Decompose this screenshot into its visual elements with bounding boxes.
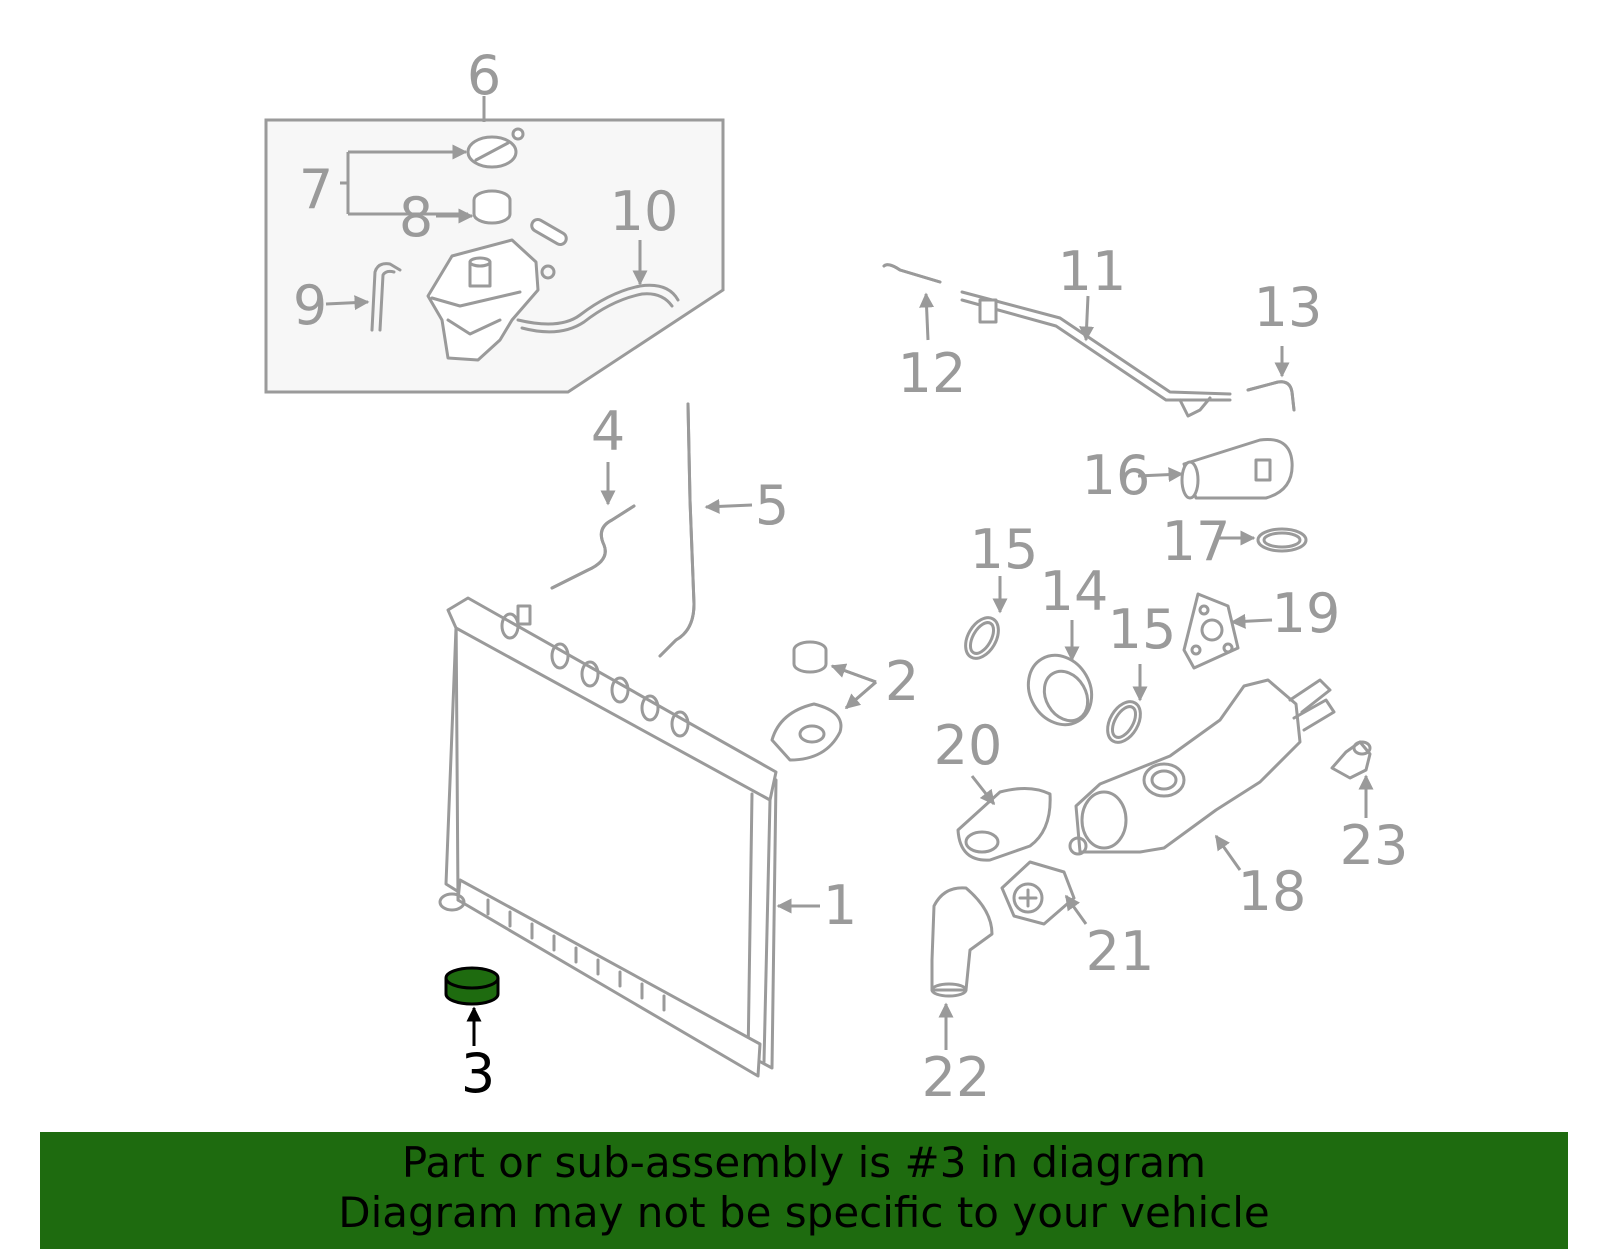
callout-2: 2	[885, 650, 919, 713]
callout-19: 19	[1272, 582, 1341, 645]
callout-8: 8	[399, 186, 433, 249]
part-8-cap-seal	[472, 189, 512, 225]
callout-3-highlighted: 3	[461, 1042, 495, 1105]
part-4-radiator-hose	[550, 504, 636, 590]
part-23-temperature-sensor	[1330, 740, 1372, 780]
part-21-thermostat	[1000, 860, 1076, 926]
part-13-hose	[1246, 380, 1296, 412]
callout-22: 22	[922, 1046, 991, 1109]
callout-23: 23	[1340, 814, 1409, 877]
callout-5: 5	[755, 474, 789, 537]
callout-4: 4	[591, 400, 625, 463]
part-5-radiator-hose	[658, 402, 696, 658]
part-17-o-ring	[1256, 527, 1308, 553]
callout-20: 20	[934, 714, 1003, 777]
callout-21: 21	[1086, 920, 1155, 983]
part-22-water-outlet	[930, 886, 994, 998]
part-3-highlighted-plug	[444, 966, 500, 1006]
callout-16: 16	[1082, 444, 1151, 507]
coolant-reservoir-tank	[426, 238, 556, 362]
leader-lines	[325, 96, 1374, 1050]
callout-15-upper: 15	[970, 518, 1039, 581]
banner-line-part: Part or sub-assembly is #3 in diagram	[401, 1138, 1207, 1187]
callout-11: 11	[1058, 240, 1127, 303]
info-banner: Part or sub-assembly is #3 in diagram Di…	[40, 1132, 1568, 1249]
part-14-connector-pipe	[1026, 653, 1094, 727]
part-20-cover	[956, 787, 1052, 862]
callout-12: 12	[898, 342, 967, 405]
part-16-water-outlet	[1180, 437, 1294, 500]
callout-9: 9	[293, 274, 327, 337]
callout-labels: 6 7 8 9 10 11 12 13 16 17 4 5 15 14 15 1…	[293, 44, 1409, 1109]
part-12-hose	[882, 263, 942, 284]
part-9-bracket	[370, 262, 402, 332]
callout-1: 1	[823, 874, 857, 937]
callout-14: 14	[1040, 560, 1109, 623]
part-2-drain-plug	[770, 640, 843, 762]
callout-10: 10	[610, 180, 679, 243]
part-15-o-ring-upper	[964, 616, 1000, 660]
callout-15-lower: 15	[1108, 598, 1177, 661]
callout-6: 6	[467, 44, 501, 107]
part-11-bypass-pipe	[960, 290, 1232, 418]
part-18-coolant-manifold	[1068, 678, 1336, 856]
part-1-radiator	[438, 596, 778, 1078]
part-15-o-ring-lower	[1106, 700, 1142, 744]
callout-7: 7	[299, 158, 333, 221]
callout-18: 18	[1238, 860, 1307, 923]
callout-13: 13	[1254, 276, 1323, 339]
reservoir-small-seal	[530, 218, 568, 246]
banner-line-disclaimer: Diagram may not be specific to your vehi…	[338, 1188, 1270, 1237]
callout-17: 17	[1162, 510, 1231, 573]
part-10-overflow-hose	[516, 283, 680, 334]
part-6-reservoir-cap	[466, 127, 525, 169]
part-19-gasket	[1182, 592, 1240, 670]
